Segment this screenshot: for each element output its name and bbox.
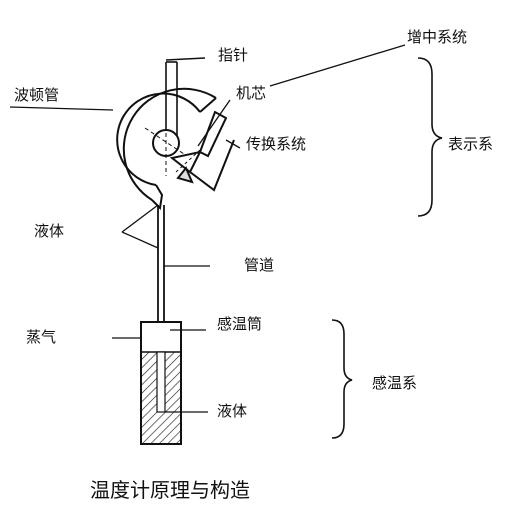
liquid-lower-label: 液体	[217, 402, 248, 420]
bourdon-tube	[116, 87, 217, 211]
diagram-caption: 温度计原理与构造	[90, 478, 250, 502]
braces	[331, 57, 443, 439]
indicating-system-label: 表示系	[448, 135, 494, 153]
transmission-linkage	[169, 110, 235, 192]
indicating-system-brace	[417, 57, 443, 217]
transmission-system-label: 传换系统	[246, 135, 307, 153]
amplification-system-label: 增中系统	[407, 28, 468, 46]
vapor-label: 蒸气	[26, 328, 57, 346]
pointer-label: 指针	[218, 46, 249, 64]
sensing-bulb	[140, 321, 182, 445]
sensing-bulb-label: 感温筒	[217, 315, 263, 333]
sensing-system-label: 感温系	[372, 374, 418, 392]
pipeline-label: 管道	[244, 256, 275, 274]
leader-lines	[9, 44, 406, 413]
movement	[144, 112, 191, 176]
capillary-pipe	[157, 205, 165, 322]
bourdon-tube-label: 波顿管	[14, 86, 60, 104]
sensing-system-brace	[331, 319, 353, 439]
movement-label: 机芯	[236, 84, 267, 102]
liquid-upper-label: 液体	[34, 222, 65, 240]
